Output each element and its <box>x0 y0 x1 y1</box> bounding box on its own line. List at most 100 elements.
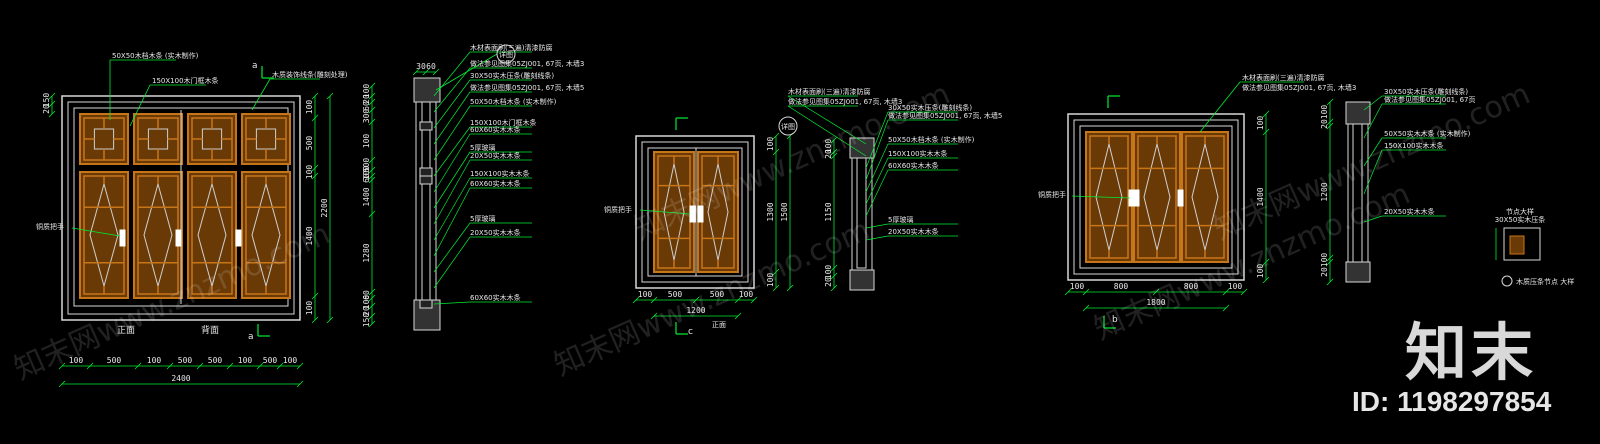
door2-casing <box>647 147 743 277</box>
door2-right-dimension: 100 <box>766 273 775 288</box>
dimension-tick <box>734 296 742 304</box>
door3-right-dimension: 100 <box>1256 116 1265 131</box>
door2-outer-frame-inner <box>641 141 749 283</box>
door3-bottom-dimension: 100 <box>1070 282 1085 291</box>
top-note-1: 50X50木档木条 (实木制作) <box>112 51 199 60</box>
section-mark-a-top: a <box>252 61 258 71</box>
leader-line <box>865 111 889 169</box>
door2-bottom-dimension: 100 <box>739 290 754 299</box>
leader-line <box>865 169 889 217</box>
section3-callout: 20X50实木木条 <box>1384 207 1435 216</box>
dimension-tick <box>296 380 304 388</box>
section1-callout: 60X60实木木条 <box>470 293 521 302</box>
dimension-tick <box>368 98 376 106</box>
leader-line <box>433 133 471 193</box>
dimension-tick <box>1326 278 1334 286</box>
door2-right-dimension: 100 <box>766 137 775 152</box>
door2-bottom-tag: 正面 <box>712 321 726 329</box>
dimension-tick <box>1240 288 1248 296</box>
wood-panel <box>1181 131 1229 263</box>
leader-line <box>433 236 471 289</box>
bottom-dimension-label: 100 <box>147 356 162 365</box>
leader-line <box>433 187 471 257</box>
back-view-label: 背面 <box>201 324 219 336</box>
dimension-tick <box>368 288 376 296</box>
door3-right-dimension: 100 <box>1256 264 1265 279</box>
leader-line <box>639 209 691 215</box>
section1-left-dimension: 1400 <box>362 187 371 206</box>
section2-callout: 20X50实木木条 <box>888 227 939 236</box>
dimension-tick <box>48 92 56 100</box>
right-dimension-label: 1400 <box>305 226 314 245</box>
dimension-tick <box>368 294 376 302</box>
section1-callout: 60X60实木木条 <box>470 125 521 134</box>
bottom-dimension-label: 100 <box>238 356 253 365</box>
section1-callout: 60X60实木木条 <box>470 179 521 188</box>
section2-left-dimension: 100 <box>824 265 833 280</box>
section1-left-dimension: 150 <box>362 313 371 328</box>
right-dimension-label: 100 <box>305 165 314 180</box>
dimension-tick <box>368 82 376 90</box>
dimension-tick <box>772 284 780 292</box>
door3-outer-frame-inner <box>1073 119 1239 275</box>
dimension-tick <box>276 362 284 370</box>
dimension-tick <box>311 172 319 180</box>
dimension-tick <box>326 92 334 100</box>
leader-line <box>865 143 889 193</box>
bottom-dimension-label: 500 <box>263 356 278 365</box>
image-id-label: ID: 1198297854 <box>1352 386 1552 417</box>
leader-line <box>865 235 889 241</box>
front-view-label: 正面 <box>117 325 135 336</box>
leader-line <box>433 51 471 97</box>
section1-left-dimension: 60 <box>362 173 371 183</box>
section3-left-dimension: 100 <box>1320 253 1329 268</box>
leader-line <box>433 151 471 209</box>
dimension-tick <box>368 176 376 184</box>
section1-top-dimension: 30 <box>416 62 426 71</box>
right-dimension-label: 100 <box>305 301 314 316</box>
dimension-tick <box>311 292 319 300</box>
leader-line <box>1363 137 1383 167</box>
detail-subtitle: 30X50实木压条 <box>1495 215 1546 224</box>
section-rail <box>419 167 433 177</box>
section2-detail-label: 详图 <box>781 122 795 131</box>
door3-bottom-dimension: 800 <box>1184 282 1199 291</box>
dimension-tick <box>1262 276 1270 284</box>
dimension-tick <box>368 118 376 126</box>
bottom-dimension-label: 100 <box>283 356 298 365</box>
dimension-tick <box>772 268 780 276</box>
leader-line <box>129 84 151 127</box>
dimension-tick <box>734 312 742 320</box>
dimension-tick <box>196 362 204 370</box>
section-leaf <box>421 99 431 311</box>
section3-left-dimension: 20 <box>1320 267 1329 277</box>
door3-casing <box>1079 125 1233 269</box>
section2-sill <box>849 269 875 291</box>
section2-left-dimension: 100 <box>824 139 833 154</box>
section2-left-dimension: 1150 <box>824 202 833 221</box>
leader-line <box>865 157 889 205</box>
section2-callout: 50X50木档木条 (实木制作) <box>888 135 975 144</box>
dimension-tick <box>650 312 658 320</box>
dimension-tick <box>368 172 376 180</box>
dimension-tick <box>166 362 174 370</box>
dimension-tick <box>412 68 420 76</box>
door-handle <box>697 205 704 223</box>
dimension-tick <box>296 362 304 370</box>
dimension-tick <box>311 92 319 100</box>
dimension-tick <box>256 362 264 370</box>
dimension-tick <box>368 156 376 164</box>
door2-bottom-total: 1200 <box>686 306 705 315</box>
leader-line <box>71 227 121 237</box>
dimension-tick <box>1262 110 1270 118</box>
section3-left-dimension: 100 <box>1320 105 1329 120</box>
bottom-dimension-label: 500 <box>107 356 122 365</box>
leader-line <box>433 177 471 241</box>
door-handle <box>1133 189 1140 207</box>
section2-callout: 做法参见图集05ZJ001, 67页, 木墙3 <box>788 97 902 106</box>
dimension-tick <box>134 362 142 370</box>
dimension-tick <box>1082 288 1090 296</box>
dimension-tick <box>368 166 376 174</box>
dimension-tick <box>86 362 94 370</box>
